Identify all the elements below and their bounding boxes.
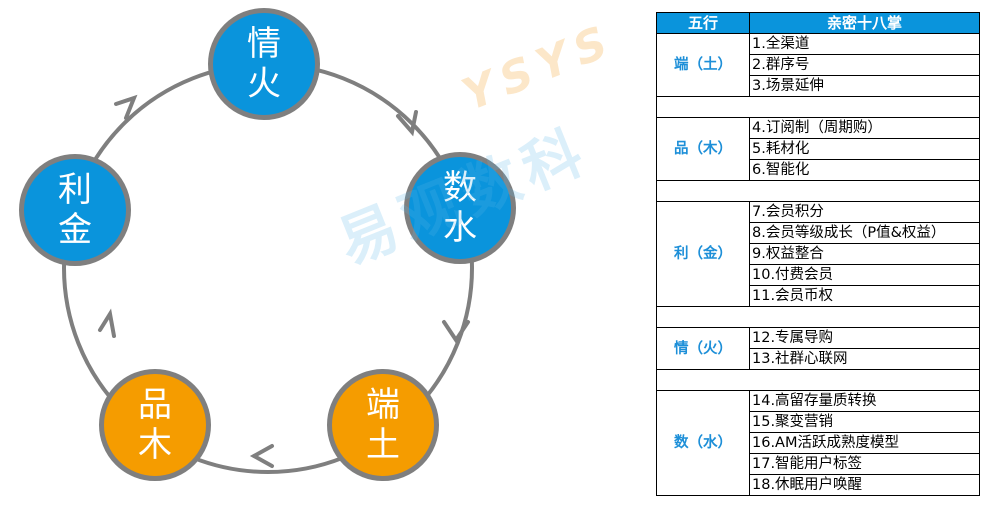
category-cell: 数（水） — [656, 390, 750, 496]
spacer-row — [656, 96, 980, 118]
item-cell: 1.全渠道 — [749, 33, 980, 55]
table-row: 10.付费会员 — [657, 264, 980, 286]
arrow-icon — [396, 110, 418, 137]
element-node: 端土 — [327, 369, 439, 481]
node-label-top: 端 — [366, 385, 400, 425]
arrow-icon — [114, 94, 138, 120]
header-five-elements: 五行 — [656, 12, 750, 34]
arrow-icon — [98, 308, 116, 338]
item-cell: 4.订阅制（周期购） — [749, 117, 980, 139]
spacer-cell — [656, 306, 980, 328]
table-row: 11.会员币权 — [657, 285, 980, 307]
spacer-cell — [656, 96, 980, 118]
category-cell: 端（土） — [656, 33, 750, 97]
element-node: 利金 — [19, 154, 131, 266]
table-row: 品（木）4.订阅制（周期购） — [656, 117, 980, 181]
item-cell: 11.会员币权 — [749, 285, 980, 307]
arrow-icon — [442, 320, 470, 344]
table-row: 情（火）12.专属导购 — [656, 327, 980, 370]
table-row: 8.会员等级成长（P值&权益） — [657, 222, 980, 244]
node-label-top: 利 — [58, 170, 92, 210]
item-cell: 2.群序号 — [749, 54, 980, 76]
table-row: 18.休眠用户唤醒 — [657, 474, 980, 496]
item-cell: 5.耗材化 — [749, 138, 980, 160]
item-cell: 10.付费会员 — [749, 264, 980, 286]
node-label-bottom: 土 — [366, 425, 400, 465]
node-label-bottom: 水 — [443, 208, 477, 248]
node-label-bottom: 金 — [58, 210, 92, 250]
item-cell: 18.休眠用户唤醒 — [749, 474, 980, 496]
item-cell: 7.会员积分 — [749, 201, 980, 223]
item-cell: 12.专属导购 — [749, 327, 980, 349]
element-node: 品木 — [99, 369, 211, 481]
node-label-bottom: 火 — [247, 64, 281, 104]
element-node: 数水 — [404, 152, 516, 264]
node-label-top: 品 — [138, 385, 172, 425]
item-cell: 3.场景延伸 — [749, 75, 980, 97]
item-cell: 15.聚变营销 — [749, 411, 980, 433]
element-node: 情火 — [208, 8, 320, 120]
spacer-row — [656, 306, 980, 328]
item-cell: 6.智能化 — [749, 159, 980, 181]
category-cell: 情（火） — [656, 327, 750, 370]
node-label-top: 情 — [247, 24, 281, 64]
spacer-cell — [656, 180, 980, 202]
header-eighteen-palms: 亲密十八掌 — [749, 12, 980, 34]
node-label-bottom: 木 — [138, 425, 172, 465]
category-cell: 利（金） — [656, 201, 750, 307]
five-elements-cycle-diagram: 情火数水端土品木利金 — [19, 8, 516, 481]
table-row: 数（水）14.高留存量质转换 — [656, 390, 980, 496]
item-cell: 16.AM活跃成熟度模型 — [749, 432, 980, 454]
table-row: 2.群序号 — [657, 54, 980, 76]
spacer-row — [656, 369, 980, 391]
item-cell: 9.权益整合 — [749, 243, 980, 265]
spacer-row — [656, 180, 980, 202]
arrow-icon — [249, 444, 274, 468]
category-cell: 品（木） — [656, 117, 750, 181]
node-label-top: 数 — [443, 168, 477, 208]
item-cell: 13.社群心联网 — [749, 348, 980, 370]
item-cell: 17.智能用户标签 — [749, 453, 980, 475]
item-cell: 8.会员等级成长（P值&权益） — [749, 222, 980, 244]
spacer-cell — [656, 369, 980, 391]
item-cell: 14.高留存量质转换 — [749, 390, 980, 412]
table-row: 利（金）7.会员积分 — [656, 201, 980, 307]
table-row: 端（土）1.全渠道 — [656, 33, 980, 97]
